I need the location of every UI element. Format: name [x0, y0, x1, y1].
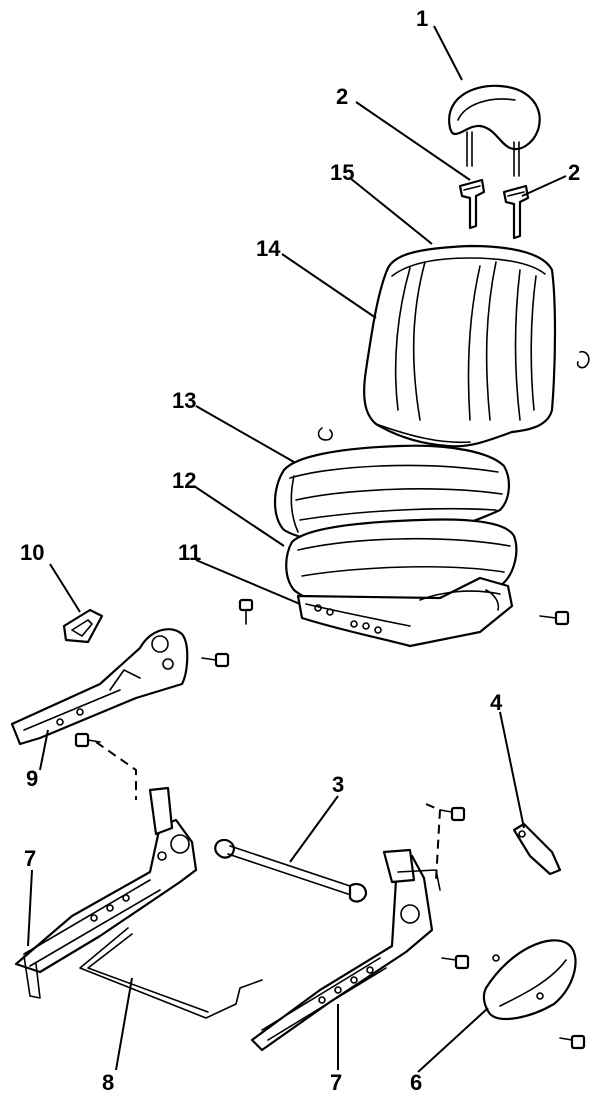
callout-2-right: 2 [568, 160, 580, 185]
seat-cushion-frame [296, 576, 514, 648]
callout-10: 10 [20, 540, 44, 565]
headrest-guide-right [502, 184, 530, 240]
seat-wire [79, 927, 263, 1019]
clip [576, 350, 590, 369]
seat-adjuster-right [250, 848, 441, 1052]
callout-7-left: 7 [24, 846, 36, 871]
callout-2-left: 2 [336, 84, 348, 109]
callout-12: 12 [172, 468, 196, 493]
bolt-track-right [441, 954, 470, 970]
seat-side-cover [482, 939, 577, 1021]
headrest-guide-left [458, 178, 486, 230]
callout-7-right: 7 [330, 1070, 342, 1095]
seat-latch [512, 822, 562, 876]
seat-adjuster-left [14, 786, 198, 999]
callout-11: 11 [178, 540, 201, 565]
cross-tube [214, 838, 368, 903]
trim-bezel [62, 608, 104, 644]
bolt-recliner [201, 652, 230, 668]
callout-1: 1 [416, 6, 428, 31]
callout-3: 3 [332, 772, 344, 797]
assembly-dashed-lines [95, 741, 442, 881]
bolt-cover [559, 1034, 586, 1050]
bolt-track-upper-left [74, 732, 101, 748]
callout-15: 15 [330, 160, 354, 185]
leader-lines [27, 25, 567, 1073]
callout-labels: 1 2 2 15 14 13 12 11 10 9 4 3 7 7 8 6 [20, 6, 580, 1095]
callout-8: 8 [102, 1070, 114, 1095]
recliner-bracket [10, 628, 189, 746]
headrest [448, 84, 541, 177]
seat-back [363, 244, 557, 448]
callout-9: 9 [26, 766, 38, 791]
bolt-seat-right [539, 610, 570, 626]
clip [317, 427, 333, 441]
bolt-track-upper-right [439, 806, 466, 822]
callout-14: 14 [256, 236, 281, 261]
seat-wire-inner [87, 933, 209, 1013]
callout-13: 13 [172, 388, 196, 413]
callout-6: 6 [410, 1070, 422, 1095]
callout-4: 4 [490, 690, 503, 715]
bolt-seat-left [238, 598, 254, 625]
